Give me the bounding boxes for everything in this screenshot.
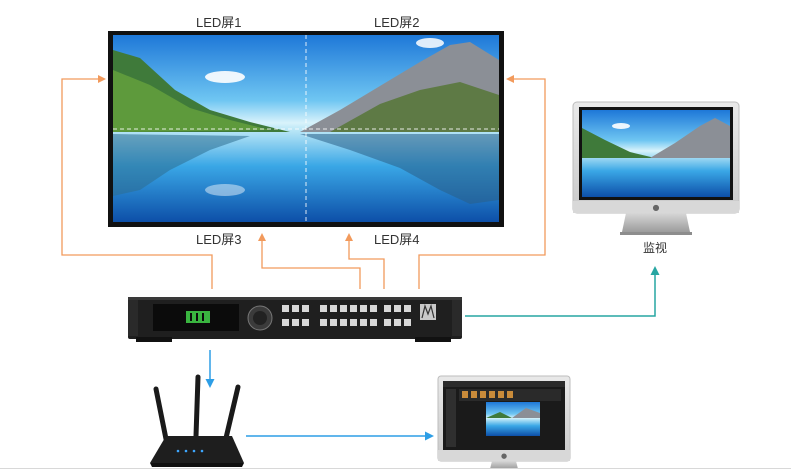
connector-screen1: [61, 75, 213, 289]
label-screen1: LED屏1: [196, 15, 242, 30]
video-processor: [128, 297, 462, 342]
connector-screen4: [345, 233, 385, 289]
label-screen4: LED屏4: [374, 232, 420, 247]
label-monitor: 监视: [643, 241, 668, 255]
label-screen3: LED屏3: [196, 232, 242, 247]
led-wall: [108, 31, 504, 227]
control-computer: [437, 375, 571, 469]
divider: [0, 468, 791, 469]
label-screen2: LED屏2: [374, 15, 420, 30]
apple-logo-icon: ●: [501, 452, 507, 460]
connector-screen3: [258, 233, 361, 289]
connector-monitor: [465, 266, 660, 317]
monitor-computer: [572, 101, 740, 235]
connector-screen2: [418, 75, 546, 289]
apple-logo-icon: ●: [653, 203, 660, 212]
router: [150, 374, 244, 467]
